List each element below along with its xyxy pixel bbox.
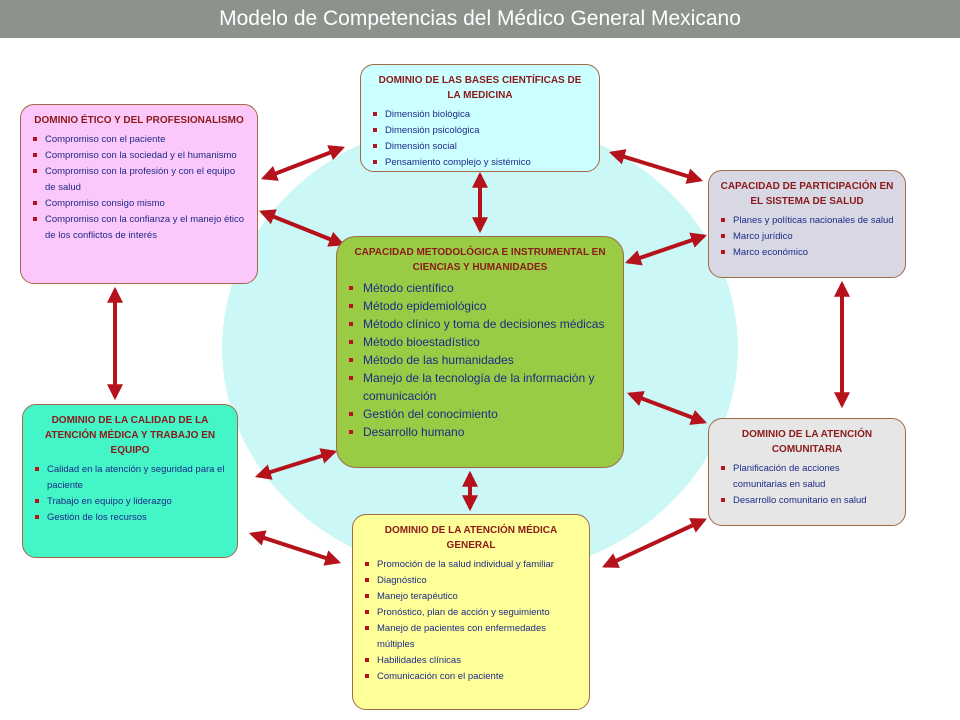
list-item: Promoción de la salud individual y famil… — [363, 557, 579, 573]
list-item: Diagnóstico — [363, 573, 579, 589]
item-list: Dimensión biológica Dimensión psicológic… — [371, 107, 589, 171]
list-item: Método científico — [347, 279, 613, 297]
list-item: Dimensión social — [371, 139, 589, 155]
box-dominio-etico: DOMINIO ÉTICO Y DEL PROFESIONALISMO Comp… — [20, 104, 258, 284]
item-list: Planificación de acciones comunitarias e… — [719, 461, 895, 509]
list-item: Habilidades clínicas — [363, 653, 579, 669]
list-item: Manejo terapéutico — [363, 589, 579, 605]
arrow-calidad-general — [248, 530, 342, 566]
box-dominio-atencion-medica-general: DOMINIO DE LA ATENCIÓN MÉDICA GENERAL Pr… — [352, 514, 590, 710]
item-list: Método científico Método epidemiológico … — [347, 279, 613, 441]
box-title: DOMINIO DE LA ATENCIÓN MÉDICA GENERAL — [384, 525, 558, 551]
list-item: Pronóstico, plan de acción y seguimiento — [363, 605, 579, 621]
arrow-metodologica-participacion — [624, 232, 708, 266]
list-item: Dimensión psicológica — [371, 123, 589, 139]
arrow-metodologica-calidad — [254, 448, 338, 480]
list-item: Calidad en la atención y seguridad para … — [33, 462, 227, 494]
arrow-comunitaria-general — [602, 518, 707, 568]
list-item: Compromiso con la sociedad y el humanism… — [31, 148, 247, 164]
item-list: Compromiso con el paciente Compromiso co… — [31, 132, 247, 244]
box-capacidad-metodologica: CAPACIDAD METODOLÓGICA E INSTRUMENTAL EN… — [336, 236, 624, 468]
list-item: Método bioestadístico — [347, 333, 613, 351]
list-item: Compromiso con la confianza y el manejo … — [31, 212, 247, 244]
list-item: Manejo de la tecnología de la informació… — [347, 369, 613, 405]
box-dominio-atencion-comunitaria: DOMINIO DE LA ATENCIÓN COMUNITARIA Plani… — [708, 418, 906, 526]
item-list: Planes y políticas nacionales de salud M… — [719, 213, 895, 261]
list-item: Compromiso con la profesión y con el equ… — [31, 164, 247, 196]
box-title: DOMINIO DE LA ATENCIÓN COMUNITARIA — [741, 429, 873, 455]
box-dominio-calidad: DOMINIO DE LA CALIDAD DE LA ATENCIÓN MÉD… — [22, 404, 238, 558]
list-item: Gestión del conocimiento — [347, 405, 613, 423]
item-list: Promoción de la salud individual y famil… — [363, 557, 579, 685]
list-item: Planificación de acciones comunitarias e… — [719, 461, 895, 493]
list-item: Método de las humanidades — [347, 351, 613, 369]
list-item: Trabajo en equipo y liderazgo — [33, 494, 227, 510]
list-item: Pensamiento complejo y sistémico — [371, 155, 589, 171]
list-item: Compromiso consigo mismo — [31, 196, 247, 212]
list-item: Compromiso con el paciente — [31, 132, 247, 148]
list-item: Desarrollo comunitario en salud — [719, 493, 895, 509]
list-item: Desarrollo humano — [347, 423, 613, 441]
list-item: Método clínico y toma de decisiones médi… — [347, 315, 613, 333]
list-item: Marco económico — [719, 245, 895, 261]
item-list: Calidad en la atención y seguridad para … — [33, 462, 227, 526]
page-title: Modelo de Competencias del Médico Genera… — [0, 0, 960, 38]
box-capacidad-participacion: CAPACIDAD DE PARTICIPACIÓN EN EL SISTEMA… — [708, 170, 906, 278]
box-dominio-bases-cientificas: DOMINIO DE LAS BASES CIENTÍFICAS DE LA M… — [360, 64, 600, 172]
box-title: DOMINIO DE LA CALIDAD DE LA ATENCIÓN MÉD… — [44, 415, 216, 456]
list-item: Planes y políticas nacionales de salud — [719, 213, 895, 229]
arrow-bases-participacion — [608, 149, 704, 184]
list-item: Comunicación con el paciente — [363, 669, 579, 685]
arrow-etico-bases — [261, 145, 345, 181]
list-item: Gestión de los recursos — [33, 510, 227, 526]
arrow-metodologica-comunitaria — [627, 391, 707, 425]
list-item: Método epidemiológico — [347, 297, 613, 315]
arrow-etico-metodologica — [259, 209, 345, 247]
box-title: CAPACIDAD METODOLÓGICA E INSTRUMENTAL EN… — [354, 247, 606, 273]
list-item: Dimensión biológica — [371, 107, 589, 123]
box-title: DOMINIO DE LAS BASES CIENTÍFICAS DE LA M… — [378, 75, 582, 101]
box-title: DOMINIO ÉTICO Y DEL PROFESIONALISMO — [34, 115, 244, 126]
box-title: CAPACIDAD DE PARTICIPACIÓN EN EL SISTEMA… — [720, 181, 894, 207]
list-item: Manejo de pacientes con enfermedades múl… — [363, 621, 579, 653]
list-item: Marco jurídico — [719, 229, 895, 245]
